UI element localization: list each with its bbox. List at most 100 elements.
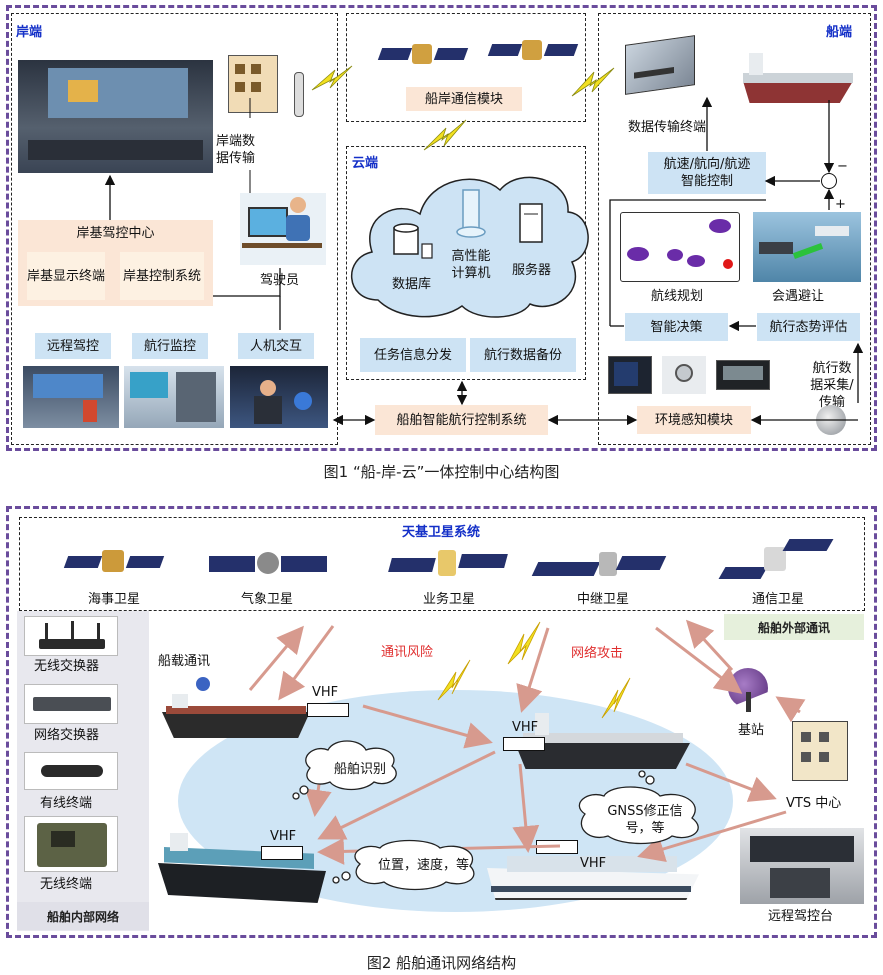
server-icon <box>519 203 543 243</box>
database-label: 数据库 <box>392 277 432 292</box>
route-plan-map <box>620 212 740 282</box>
vts-center-label: VTS 中心 <box>786 796 842 811</box>
hci-photo <box>230 366 328 428</box>
lightning-icon <box>601 677 631 719</box>
lightning-icon <box>311 65 353 91</box>
sat-system-title: 天基卫星系统 <box>402 525 481 540</box>
remote-drive-box: 远程驾控 <box>35 333 111 359</box>
tanker-ship-2 <box>158 833 326 921</box>
device-label-wired-terminal: 有线终端 <box>40 796 93 811</box>
vhf-label-3: VHF <box>270 829 297 844</box>
cruise-ship <box>487 852 699 904</box>
shore-title: 岸端 <box>16 25 43 40</box>
data-terminal-label: 数据传输终端 <box>628 120 707 135</box>
speed-control-box: 航速/航向/航迹智能控制 <box>648 152 766 194</box>
ship-title: 船端 <box>826 25 853 40</box>
nav-monitor-box: 航行监控 <box>132 333 208 359</box>
vhf-label-2: VHF <box>512 720 539 735</box>
device-label-wireless-switch: 无线交换器 <box>34 659 100 674</box>
dispatch-box: 任务信息分发 <box>360 338 466 372</box>
device-label-network-switch: 网络交换器 <box>34 728 100 743</box>
vhf-device-2 <box>503 737 545 751</box>
nav-monitor-photo <box>124 366 224 428</box>
comm-risk-label: 通讯风险 <box>381 645 434 660</box>
hpc-icon <box>456 189 486 238</box>
comm-satellite-icon <box>718 533 834 585</box>
base-station-label: 基站 <box>738 723 765 738</box>
driver-icon <box>240 193 326 265</box>
fig2-caption: 图2 船舶通讯网络结构 <box>366 954 517 972</box>
ship-photo-1 <box>733 53 863 109</box>
wireless-terminal-icon <box>24 816 118 872</box>
ship-comm-label: 船载通讯 <box>158 654 211 669</box>
fig1-frame <box>6 5 877 451</box>
internal-network-label: 船舶内部网络 <box>17 902 149 930</box>
sat-label-maritime: 海事卫星 <box>88 592 141 607</box>
fig1-caption: 图1 “船-岸-云”一体控制中心结构图 <box>323 463 560 481</box>
cloud-title: 云端 <box>352 156 379 171</box>
gnss-label: GNSS修正信号，等 <box>607 804 683 836</box>
env-perception-box: 环境感知模块 <box>637 406 751 434</box>
maritime-satellite-icon <box>63 542 165 582</box>
lightning-icon <box>571 67 615 97</box>
sat-label-business: 业务卫星 <box>423 592 476 607</box>
vhf-label-4: VHF <box>580 856 607 871</box>
sat-label-weather: 气象卫星 <box>241 592 294 607</box>
network-switch-icon <box>24 684 118 724</box>
network-attack-label: 网络攻击 <box>571 646 624 661</box>
sat-label-relay: 中继卫星 <box>577 592 630 607</box>
central-system-box: 船舶智能航行控制系统 <box>375 405 548 435</box>
ship-region <box>598 13 871 445</box>
route-plan-label: 航线规划 <box>651 289 704 304</box>
hci-box: 人机交互 <box>238 333 314 359</box>
minus-sign: − <box>837 159 848 174</box>
business-satellite-icon <box>388 548 508 578</box>
server-label: 服务器 <box>512 263 552 278</box>
comm-region <box>346 13 586 122</box>
backup-box: 航行数据备份 <box>470 338 576 372</box>
shore-center-label: 岸基驾控中心 <box>18 220 213 246</box>
external-comm-label: 船舶外部通讯 <box>724 614 864 640</box>
lightning-icon <box>437 659 471 701</box>
comm-module-box: 船岸通信模块 <box>406 87 522 111</box>
id-cloud <box>305 740 397 791</box>
cloud-region <box>346 146 586 380</box>
avoidance-label: 会遇避让 <box>772 289 825 304</box>
device-label-wireless-terminal: 无线终端 <box>40 877 93 892</box>
control-room-photo <box>18 60 213 173</box>
fig2-frame <box>6 506 877 938</box>
radar-device <box>608 356 652 394</box>
gnss-cloud <box>578 786 699 845</box>
shore-region <box>11 13 338 445</box>
weather-satellite-icon <box>209 550 327 580</box>
satellite-icon-1 <box>377 40 470 70</box>
vhf-label-1: VHF <box>312 685 339 700</box>
shore-control: 岸基控制系统 <box>120 252 204 300</box>
wireless-switch-icon <box>24 616 118 656</box>
plus-sign: + <box>835 197 846 212</box>
instrument-device <box>716 360 770 390</box>
remote-console-label: 远程驾控台 <box>768 909 834 924</box>
shore-transfer-label: 岸端数据传输 <box>216 134 256 166</box>
situation-box: 航行态势评估 <box>757 313 860 341</box>
wired-terminal-icon <box>24 752 118 790</box>
remote-drive-photo <box>23 366 119 428</box>
shore-display: 岸基显示终端 <box>27 252 105 300</box>
sat-system-region <box>19 517 865 611</box>
building-icon <box>228 55 278 113</box>
relay-satellite-icon <box>531 550 667 584</box>
ship-antenna-icon <box>196 677 210 691</box>
lightning-icon <box>423 119 467 151</box>
lightning-icon <box>507 621 541 665</box>
vhf-device-1 <box>307 703 349 717</box>
vts-building-icon <box>792 721 848 781</box>
hpc-label: 高性能计算机 <box>451 249 491 281</box>
summing-junction <box>821 173 837 189</box>
vhf-device-3 <box>261 846 303 860</box>
remote-console-photo <box>740 828 864 904</box>
position-label: 位置，速度，等 <box>378 858 470 873</box>
satellite-icon-2 <box>487 36 580 66</box>
pos-cloud <box>354 839 475 891</box>
